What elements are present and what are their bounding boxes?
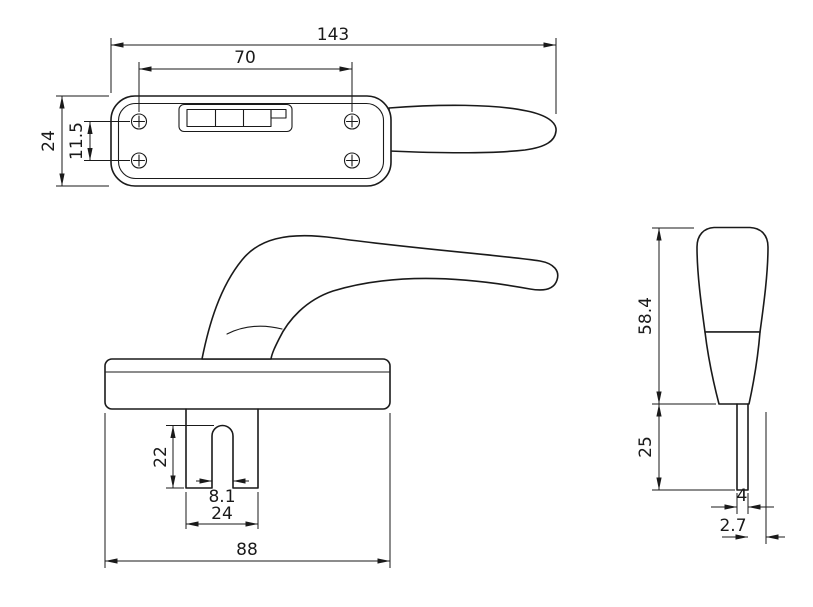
front-view: 22 8.1 24 88 [104, 234, 559, 568]
side-view-dimensions: 58.4 25 4 2.7 [636, 227, 785, 544]
screw-hole-top-left [130, 113, 148, 130]
dim-base-length-label: 88 [236, 540, 258, 560]
top-view-part [110, 95, 557, 187]
dim-spindle-length-label: 25 [636, 436, 656, 458]
dim-slot-width-label: 8.1 [208, 487, 235, 507]
latch-slot-outline [178, 103, 293, 133]
spindle-rod-outline [736, 403, 749, 491]
latch-notch [270, 108, 287, 119]
handle-base-outline [104, 358, 391, 410]
base-plate-inner-line [117, 102, 385, 180]
screw-hole-bottom-left [130, 152, 148, 169]
dim-slot-depth-label: 22 [151, 446, 171, 468]
screw-hole-bottom-right [343, 152, 361, 169]
spindle-fork-outline [185, 408, 259, 489]
dim-spindle-thickness-label: 2.7 [719, 516, 746, 536]
neck-seam-line [226, 325, 283, 335]
side-view-part [696, 226, 769, 491]
base-plate-outline [110, 95, 392, 187]
dim-fork-width-label: 24 [211, 504, 233, 524]
dim-slot-span-label: 70 [234, 48, 256, 68]
front-view-part [104, 234, 559, 489]
front-view-dimensions: 22 8.1 24 88 [104, 413, 391, 568]
top-view-dimensions: 143 70 24 11.5 [39, 25, 557, 187]
side-view: 58.4 25 4 2.7 [636, 226, 785, 544]
dim-body-height-label: 58.4 [636, 297, 656, 335]
dim-spindle-width-label: 4 [737, 486, 748, 506]
dim-overall-length-label: 143 [317, 25, 349, 45]
grip-side-outline [696, 226, 769, 333]
grip-outline [201, 234, 559, 360]
dim-hole-offset-label: 11.5 [67, 122, 87, 160]
dim-plate-width-label: 24 [39, 130, 59, 152]
neck-side-outline [704, 331, 761, 405]
top-view: 143 70 24 11.5 [39, 25, 557, 187]
handle-lever-outline [388, 104, 557, 154]
screw-hole-top-right [343, 113, 361, 130]
